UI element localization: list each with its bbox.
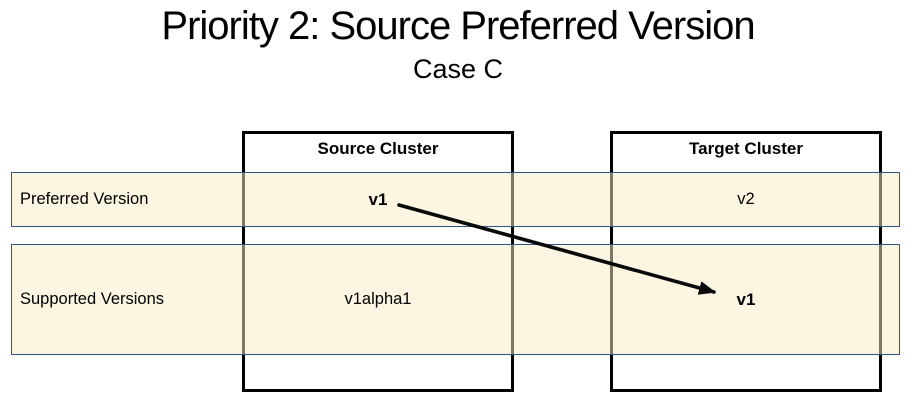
cell-target-preferred: v2: [737, 190, 755, 208]
row-label-supported-versions: Supported Versions: [20, 290, 165, 308]
row-label-preferred-version: Preferred Version: [20, 190, 149, 208]
slide-subtitle: Case C: [412, 54, 504, 84]
target-cluster-header: Target Cluster: [689, 139, 803, 158]
cell-target-supported: v1: [736, 289, 756, 309]
source-cluster-header: Source Cluster: [317, 139, 439, 158]
cell-source-supported: v1alpha1: [344, 290, 412, 308]
cell-source-preferred: v1: [368, 189, 388, 209]
slide-title: Priority 2: Source Preferred Version: [161, 4, 755, 48]
